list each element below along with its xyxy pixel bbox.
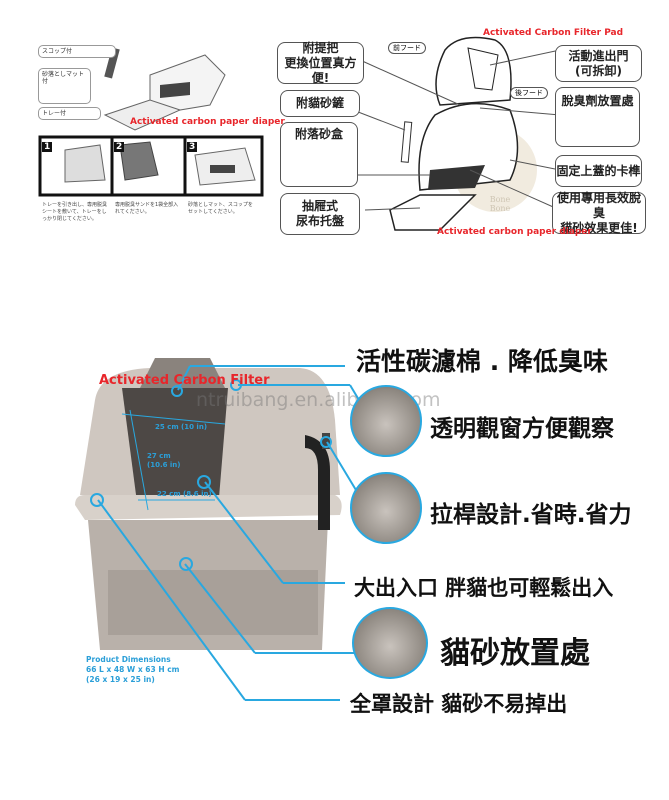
tag-front-hood: 前フード	[388, 42, 426, 54]
litter-box-drawing	[339, 36, 561, 231]
dimensions-in: (26 x 19 x 25 in)	[86, 675, 155, 684]
litter-box-photo	[75, 358, 366, 701]
step-1-caption: トレーを引き出し、専用脱臭シートを敷いて、トレーをしっかり閉じてください。	[42, 202, 108, 222]
callout-scoop: スコップ付	[38, 45, 116, 58]
step-2-caption: 専用脱臭サンドを1袋全部入れてください。	[115, 202, 179, 215]
step-3-caption: 砂落としマット、スコップをセットしてください。	[188, 202, 253, 215]
step-2-number: 2	[114, 142, 125, 152]
callout-handle: 附提把更換位置真方便!	[277, 41, 364, 85]
callout-scoop: 附貓砂鏟	[280, 90, 360, 117]
step-3-number: 3	[187, 142, 198, 152]
feature-window: 透明觀窗方便觀察	[430, 416, 614, 442]
callout-deodorizer: 脫臭劑放置處	[555, 87, 640, 147]
step-1-number: 1	[42, 142, 53, 152]
label-filter-pad: Activated Carbon Filter Pad	[483, 28, 624, 38]
feature-carbon-filter: 活性碳濾棉 . 降低臭味	[356, 347, 608, 376]
litter-tray-detail-photo	[352, 607, 428, 679]
window-detail-photo	[350, 385, 422, 457]
feature-litter-area: 貓砂放置處	[440, 636, 590, 671]
label-paper-diaper-right: Activated carbon paper diaper	[437, 227, 592, 237]
chinese-diagram: 附提把更換位置真方便! 附貓砂鏟 附落砂盒 抽屜式尿布托盤 活動進出門(可拆卸)…	[270, 20, 669, 250]
japanese-diagram: スコップ付 砂落としマット付 トレー付 1 2 3 トレーを引き出し、専用脱臭シ…	[30, 30, 270, 250]
measure-height-in: (10.6 in)	[147, 461, 181, 469]
callout-tray: トレー付	[38, 107, 101, 120]
callout-special-litter: 使用專用長效脫臭貓砂效果更佳!	[552, 191, 646, 235]
litter-tray-drawing	[38, 47, 264, 197]
measure-width-bottom: 22 cm (8.6 in)	[157, 490, 212, 498]
label-paper-diaper-left: Activated carbon paper diaper	[130, 117, 285, 127]
tag-back-hood: 後フード	[510, 87, 548, 99]
dimensions-cm: 66 L x 48 W x 63 H cm	[86, 665, 180, 674]
label-activated-carbon-filter: Activated Carbon Filter	[99, 373, 270, 388]
callout-door: 活動進出門(可拆卸)	[555, 45, 642, 82]
feature-large-entrance: 大出入口 胖貓也可輕鬆出入	[354, 576, 614, 600]
dimensions-title: Product Dimensions	[86, 655, 171, 664]
callout-drawer-tray: 抽屜式尿布托盤	[280, 193, 360, 235]
measure-height: 27 cm	[147, 452, 171, 460]
callout-latch: 固定上蓋的卡榫	[555, 155, 642, 187]
feature-full-cover: 全罩設計 貓砂不易掉出	[350, 692, 568, 716]
watermark-bone: Bone Bone	[489, 195, 511, 213]
callout-mat: 砂落としマット付	[38, 68, 91, 104]
handle-detail-photo	[350, 472, 422, 544]
measure-width-top: 25 cm (10 in)	[155, 423, 208, 431]
feature-lever: 拉桿設計.省時.省力	[430, 502, 632, 528]
product-dimensions: Product Dimensions 66 L x 48 W x 63 H cm…	[86, 655, 179, 685]
callout-litter-mat: 附落砂盒	[280, 122, 358, 187]
